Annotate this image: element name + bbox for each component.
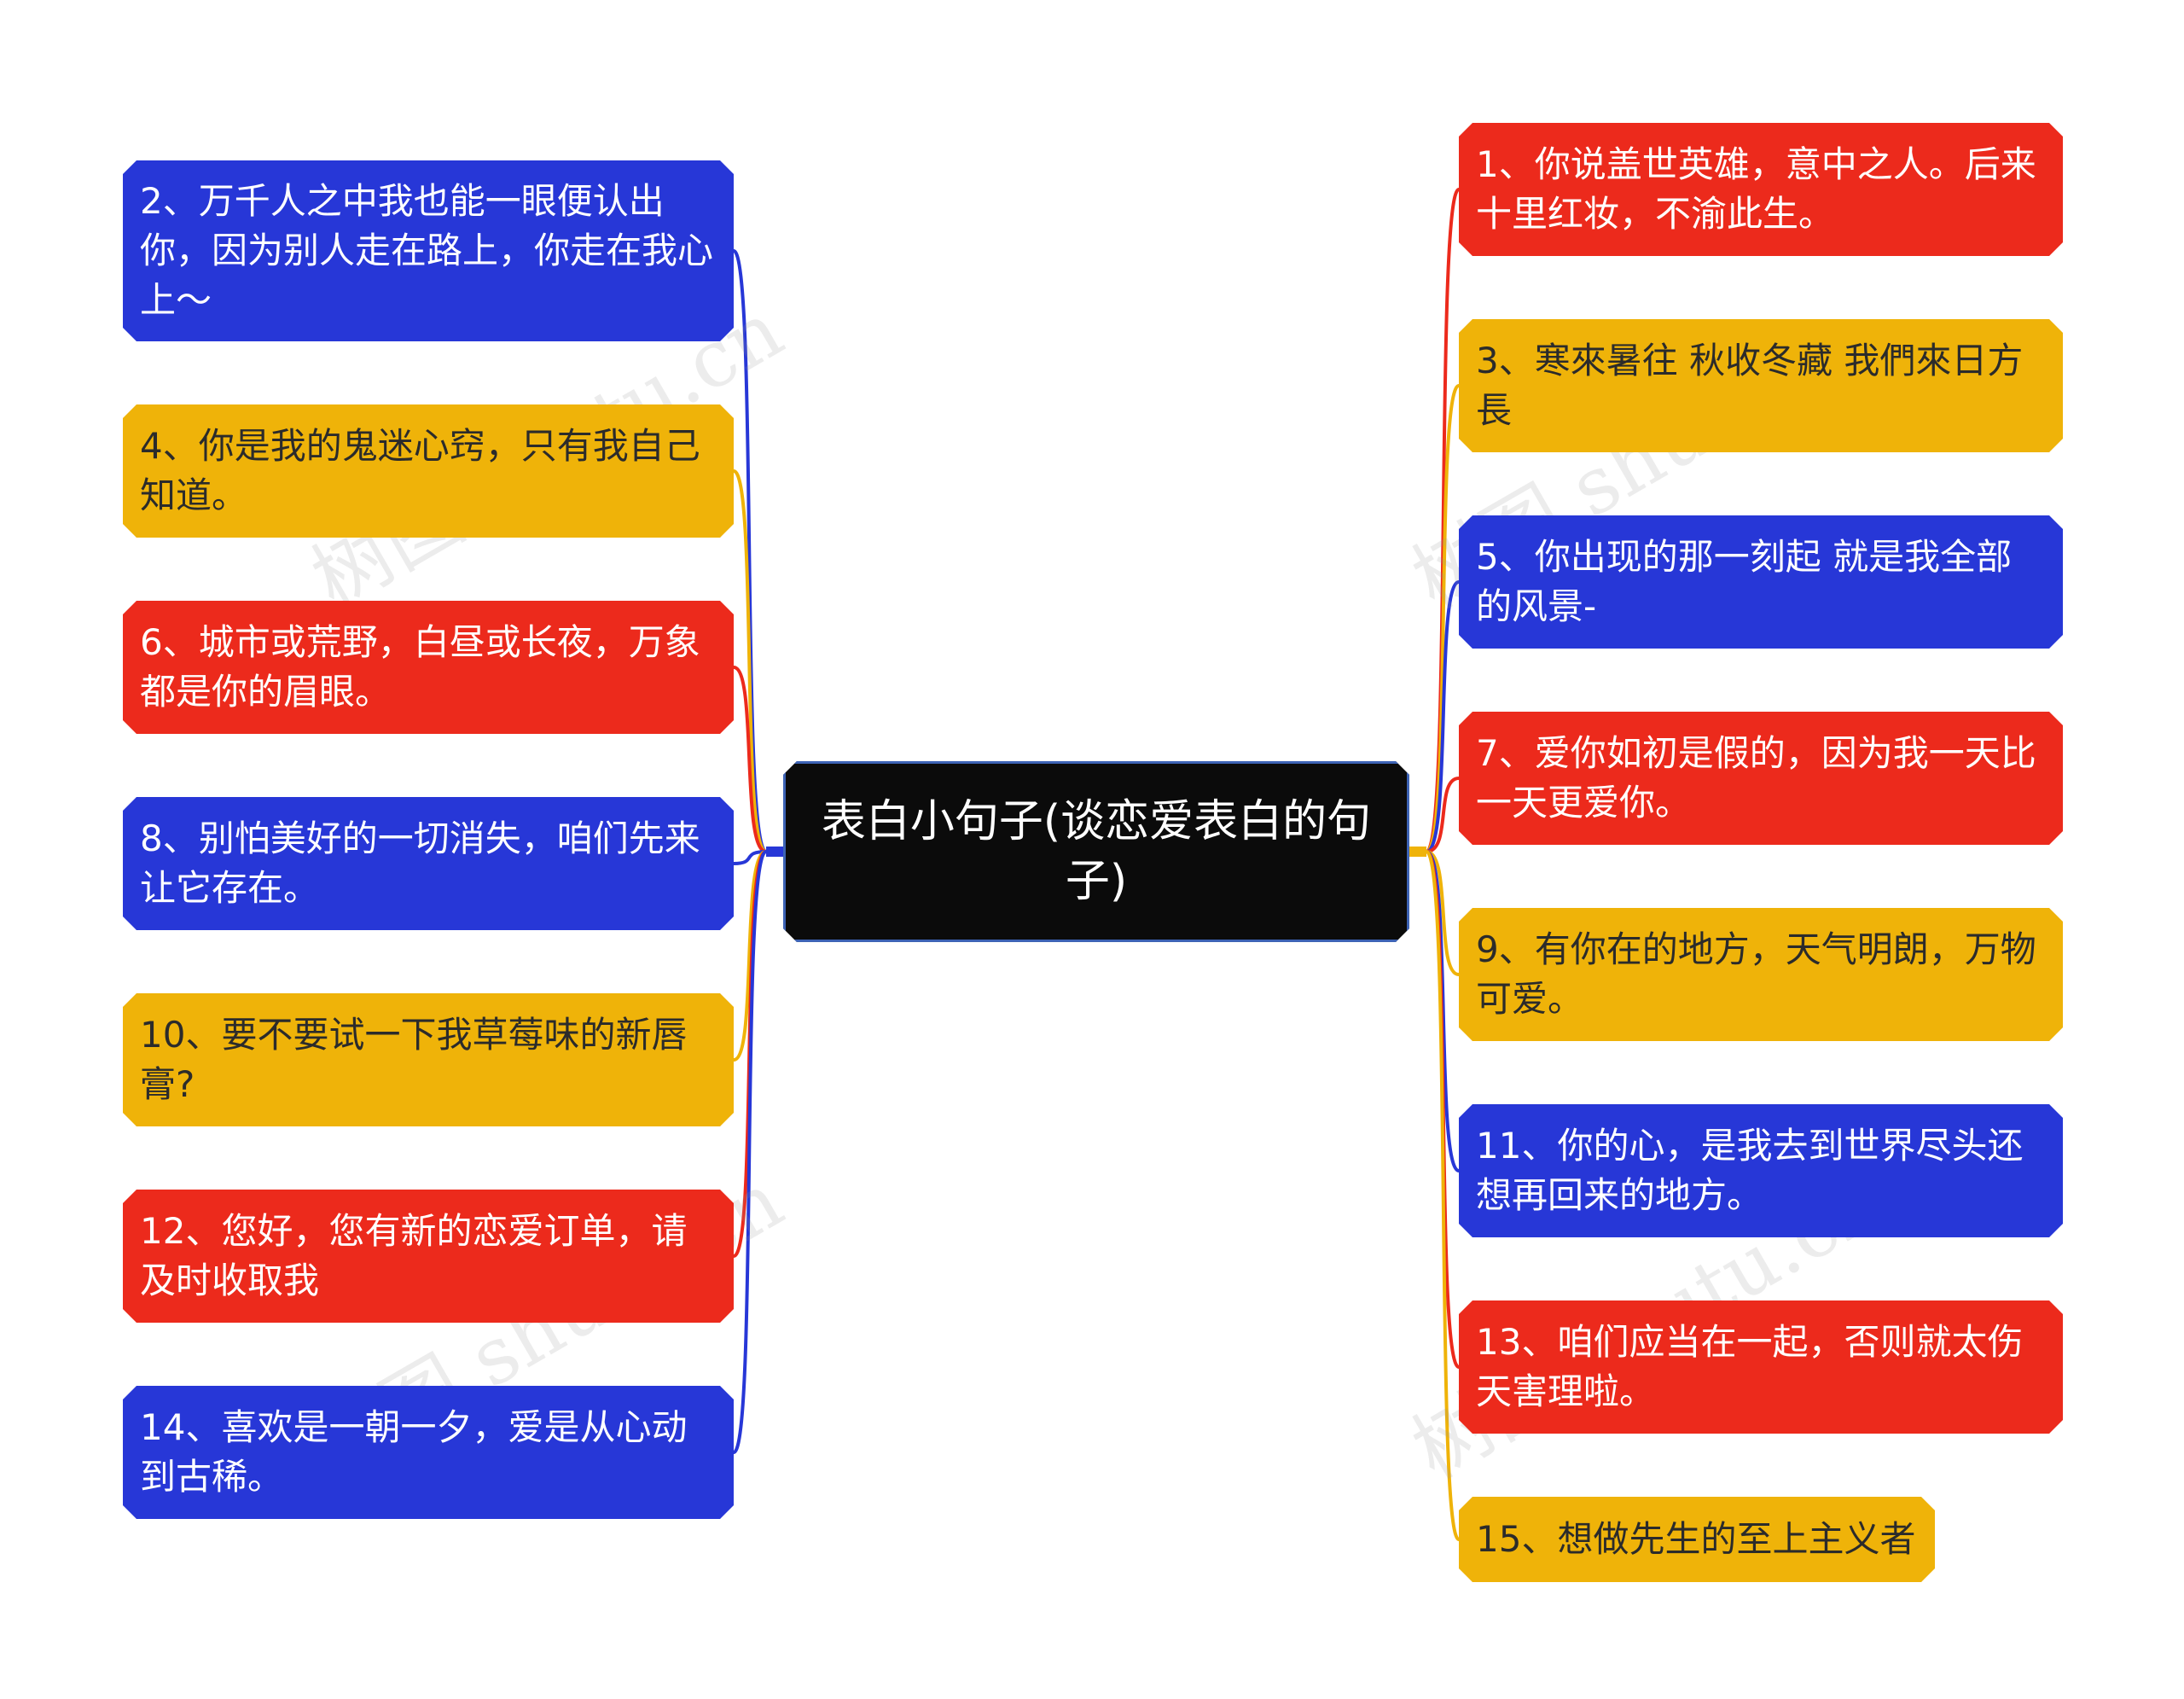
connector-branch-node-5 [1409, 580, 1460, 853]
connector-branch-node-11 [1409, 850, 1461, 1172]
branch-node-15[interactable]: 15、想做先生的至上主义者 [1459, 1497, 1935, 1582]
connector-branch-node-1 [1409, 188, 1461, 853]
branch-text-15: 15、想做先生的至上主义者 [1476, 1518, 1916, 1560]
branch-node-3[interactable]: 3、寒來暑往 秋收冬藏 我們來日方長 [1459, 319, 2063, 452]
connector-branch-node-2 [732, 249, 783, 853]
branch-node-10[interactable]: 10、要不要试一下我草莓味的新唇膏? [123, 993, 734, 1126]
connector-branch-node-14 [732, 850, 783, 1454]
branch-node-8[interactable]: 8、别怕美好的一切消失，咱们先来让它存在。 [123, 797, 734, 930]
connector-branch-node-6 [733, 666, 783, 853]
branch-node-14[interactable]: 14、喜欢是一朝一夕，爱是从心动到古稀。 [123, 1386, 734, 1519]
branch-text-1: 1、你说盖世英雄，意中之人。后来十里红妆，不渝此生。 [1476, 143, 2036, 235]
connector-stub-right [1409, 847, 1426, 857]
central-topic[interactable]: 表白小句子(谈恋爱表白的句子) [783, 761, 1409, 942]
branch-text-7: 7、爱你如初是假的，因为我一天比一天更爱你。 [1476, 732, 2036, 823]
branch-node-5[interactable]: 5、你出现的那一刻起 就是我全部的风景- [1459, 515, 2063, 649]
connector-branch-node-15 [1409, 850, 1461, 1541]
branch-text-14: 14、喜欢是一朝一夕，爱是从心动到古稀。 [140, 1406, 688, 1498]
branch-text-10: 10、要不要试一下我草莓味的新唇膏? [140, 1014, 688, 1105]
branch-text-4: 4、你是我的鬼迷心窍，只有我自己知道。 [140, 425, 700, 516]
branch-text-12: 12、您好，您有新的恋爱订单，请及时收取我 [140, 1210, 688, 1301]
branch-node-12[interactable]: 12、您好，您有新的恋爱订单，请及时收取我 [123, 1190, 734, 1323]
branch-text-5: 5、你出现的那一刻起 就是我全部的风景- [1476, 536, 2013, 627]
branch-node-4[interactable]: 4、你是我的鬼迷心窍，只有我自己知道。 [123, 404, 734, 538]
branch-text-8: 8、别怕美好的一切消失，咱们先来让它存在。 [140, 817, 700, 909]
branch-node-6[interactable]: 6、城市或荒野，白昼或长夜，万象都是你的眉眼。 [123, 601, 734, 734]
connector-branch-node-4 [732, 469, 783, 853]
branch-node-1[interactable]: 1、你说盖世英雄，意中之人。后来十里红妆，不渝此生。 [1459, 123, 2063, 256]
branch-text-11: 11、你的心，是我去到世界尽头还想再回来的地方。 [1476, 1125, 2024, 1216]
branch-text-9: 9、有你在的地方，天气明朗，万物可爱。 [1476, 928, 2036, 1020]
branch-text-3: 3、寒來暑往 秋收冬藏 我們來日方長 [1476, 340, 2024, 431]
branch-node-2[interactable]: 2、万千人之中我也能一眼便认出你，因为别人走在路上，你走在我心上～ [123, 160, 734, 341]
connector-stub-left [766, 847, 783, 857]
branch-node-11[interactable]: 11、你的心，是我去到世界尽头还想再回来的地方。 [1459, 1104, 2063, 1237]
connector-branch-node-13 [1409, 850, 1461, 1369]
branch-node-13[interactable]: 13、咱们应当在一起，否则就太伤天害理啦。 [1459, 1300, 2063, 1434]
branch-node-9[interactable]: 9、有你在的地方，天气明朗，万物可爱。 [1459, 908, 2063, 1041]
connector-branch-node-3 [1409, 384, 1461, 853]
branch-text-6: 6、城市或荒野，白昼或长夜，万象都是你的眉眼。 [140, 621, 700, 713]
central-topic-title: 表白小句子(谈恋爱表白的句子) [821, 796, 1372, 907]
branch-node-7[interactable]: 7、爱你如初是假的，因为我一天比一天更爱你。 [1459, 712, 2063, 845]
branch-text-2: 2、万千人之中我也能一眼便认出你，因为别人走在路上，你走在我心上～ [140, 180, 714, 321]
branch-text-13: 13、咱们应当在一起，否则就太伤天害理啦。 [1476, 1321, 2024, 1412]
